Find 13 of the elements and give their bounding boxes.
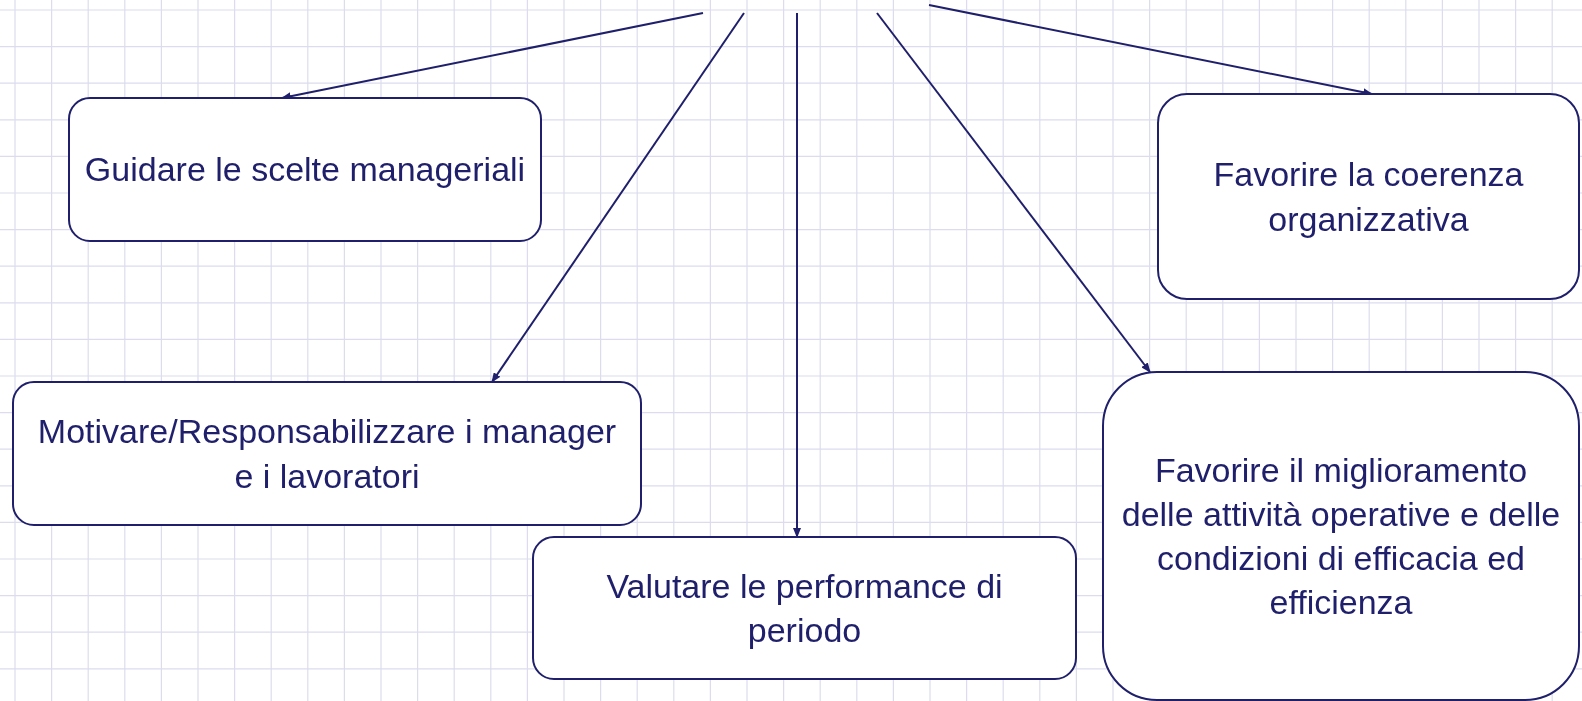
rounded-box xyxy=(1157,93,1580,300)
rounded-box xyxy=(532,536,1077,680)
arrow xyxy=(793,12,801,538)
rounded-box xyxy=(1102,371,1580,701)
arrow xyxy=(491,12,745,383)
box-text: Valutare le performance di periodo xyxy=(605,565,1004,651)
box-text: Favorire il miglioramento delle attività operative e delle condizioni di efficacia ed efficienza xyxy=(1120,449,1562,624)
box-text: Favorire la coerenza organizzativa xyxy=(1212,154,1525,240)
arrow xyxy=(876,12,1151,373)
rounded-box xyxy=(12,381,642,526)
box-text: Guidare le scelte manageriali xyxy=(84,149,526,191)
rounded-box xyxy=(68,97,542,242)
box-text: Motivare/Responsabilizzare i manager e i lavoratori xyxy=(36,411,618,497)
